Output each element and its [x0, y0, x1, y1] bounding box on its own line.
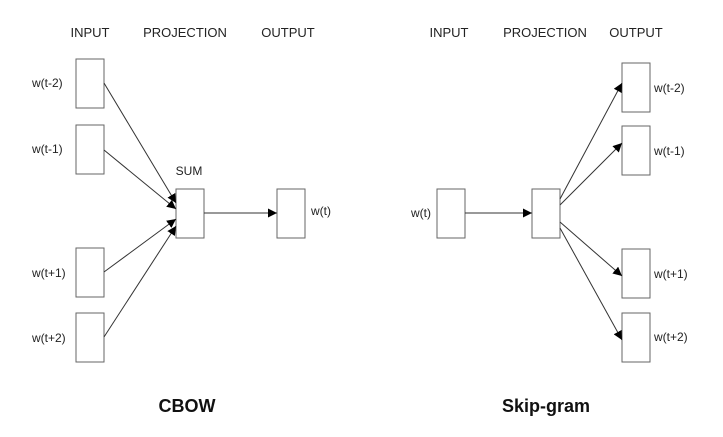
- cbow-edge-2: [103, 149, 177, 210]
- skipgram-output-box-1: [621, 62, 651, 113]
- skipgram-output-label-2: w(t-1): [653, 144, 685, 158]
- cbow-sum-label: SUM: [176, 164, 203, 178]
- skipgram-edge-2: [559, 142, 623, 206]
- skipgram-input-header: INPUT: [430, 25, 469, 40]
- skipgram-output-header: OUTPUT: [609, 25, 663, 40]
- cbow-edge-4: [103, 225, 177, 338]
- cbow-title: CBOW: [159, 396, 216, 416]
- cbow-edge-3: [103, 218, 177, 273]
- skipgram-output-label-3: w(t+1): [653, 267, 688, 281]
- cbow-input-box-2: [75, 124, 105, 175]
- cbow-input-label-1: w(t-2): [31, 76, 63, 90]
- cbow-projection-box: [175, 188, 205, 239]
- cbow-input-label-4: w(t+2): [31, 331, 66, 345]
- cbow-output-box: [276, 188, 306, 239]
- cbow-input-box-3: [75, 247, 105, 298]
- skipgram-output-label-4: w(t+2): [653, 330, 688, 344]
- cbow-output-label: w(t): [310, 204, 331, 218]
- skipgram-projection-header: PROJECTION: [503, 25, 587, 40]
- cbow-output-header: OUTPUT: [261, 25, 315, 40]
- skipgram-output-label-1: w(t-2): [653, 81, 685, 95]
- skipgram-edge-3: [559, 221, 623, 277]
- cbow-input-label-3: w(t+1): [31, 266, 66, 280]
- skipgram-diagram: INPUT PROJECTION OUTPUT w(t) w(t-2) w(t-…: [410, 25, 688, 416]
- skipgram-output-box-2: [621, 125, 651, 176]
- skipgram-output-box-3: [621, 248, 651, 299]
- cbow-input-header: INPUT: [71, 25, 110, 40]
- skipgram-title: Skip-gram: [502, 396, 590, 416]
- skipgram-input-label: w(t): [410, 206, 431, 220]
- cbow-input-label-2: w(t-1): [31, 142, 63, 156]
- skipgram-output-box-4: [621, 312, 651, 363]
- cbow-input-box-1: [75, 58, 105, 109]
- skipgram-projection-box: [531, 188, 561, 239]
- cbow-projection-header: PROJECTION: [143, 25, 227, 40]
- skipgram-edge-1: [559, 82, 623, 200]
- skipgram-input-box: [436, 188, 466, 239]
- cbow-input-box-4: [75, 312, 105, 363]
- cbow-diagram: INPUT PROJECTION OUTPUT w(t-2) w(t-1) w(…: [31, 25, 331, 416]
- cbow-edge-1: [103, 82, 177, 204]
- skipgram-edge-4: [559, 227, 623, 341]
